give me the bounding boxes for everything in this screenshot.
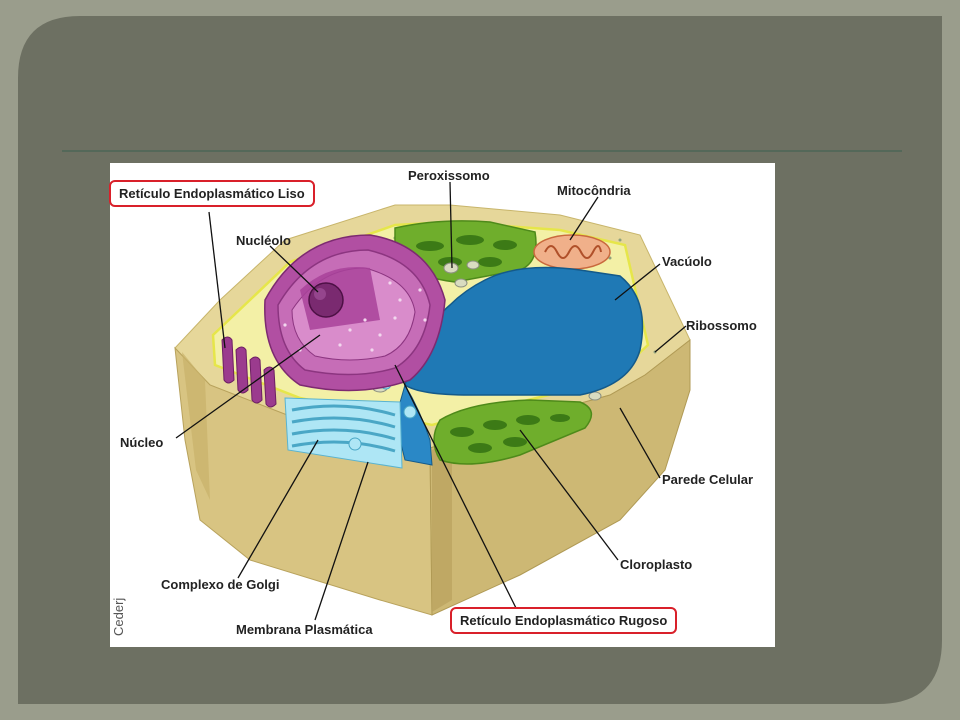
- label-chloroplast: Cloroplasto: [620, 557, 693, 572]
- label-nucleolus: Nucléolo: [236, 233, 291, 248]
- leader-lines: [175, 181, 687, 621]
- label-peroxisome: Peroxissomo: [408, 168, 490, 183]
- label-vacuole: Vacúolo: [662, 254, 712, 269]
- plant-cell-illustration: [174, 204, 691, 616]
- label-ribosome: Ribossomo: [686, 318, 757, 333]
- image-credit: Cederj: [111, 597, 126, 636]
- label-plasma-membrane: Membrana Plasmática: [236, 622, 373, 637]
- label-rough-er: Retículo Endoplasmático Rugoso: [450, 607, 678, 634]
- golgi-complex: [284, 378, 417, 469]
- label-cell-wall: Parede Celular: [662, 472, 754, 487]
- vacuole: [404, 266, 644, 396]
- label-smooth-er: Retículo Endoplasmático Liso: [109, 180, 315, 207]
- label-mitochondrion: Mitocôndria: [557, 183, 631, 198]
- label-golgi: Complexo de Golgi: [161, 577, 280, 592]
- label-nucleus: Núcleo: [120, 435, 164, 450]
- smooth-er: [221, 336, 277, 408]
